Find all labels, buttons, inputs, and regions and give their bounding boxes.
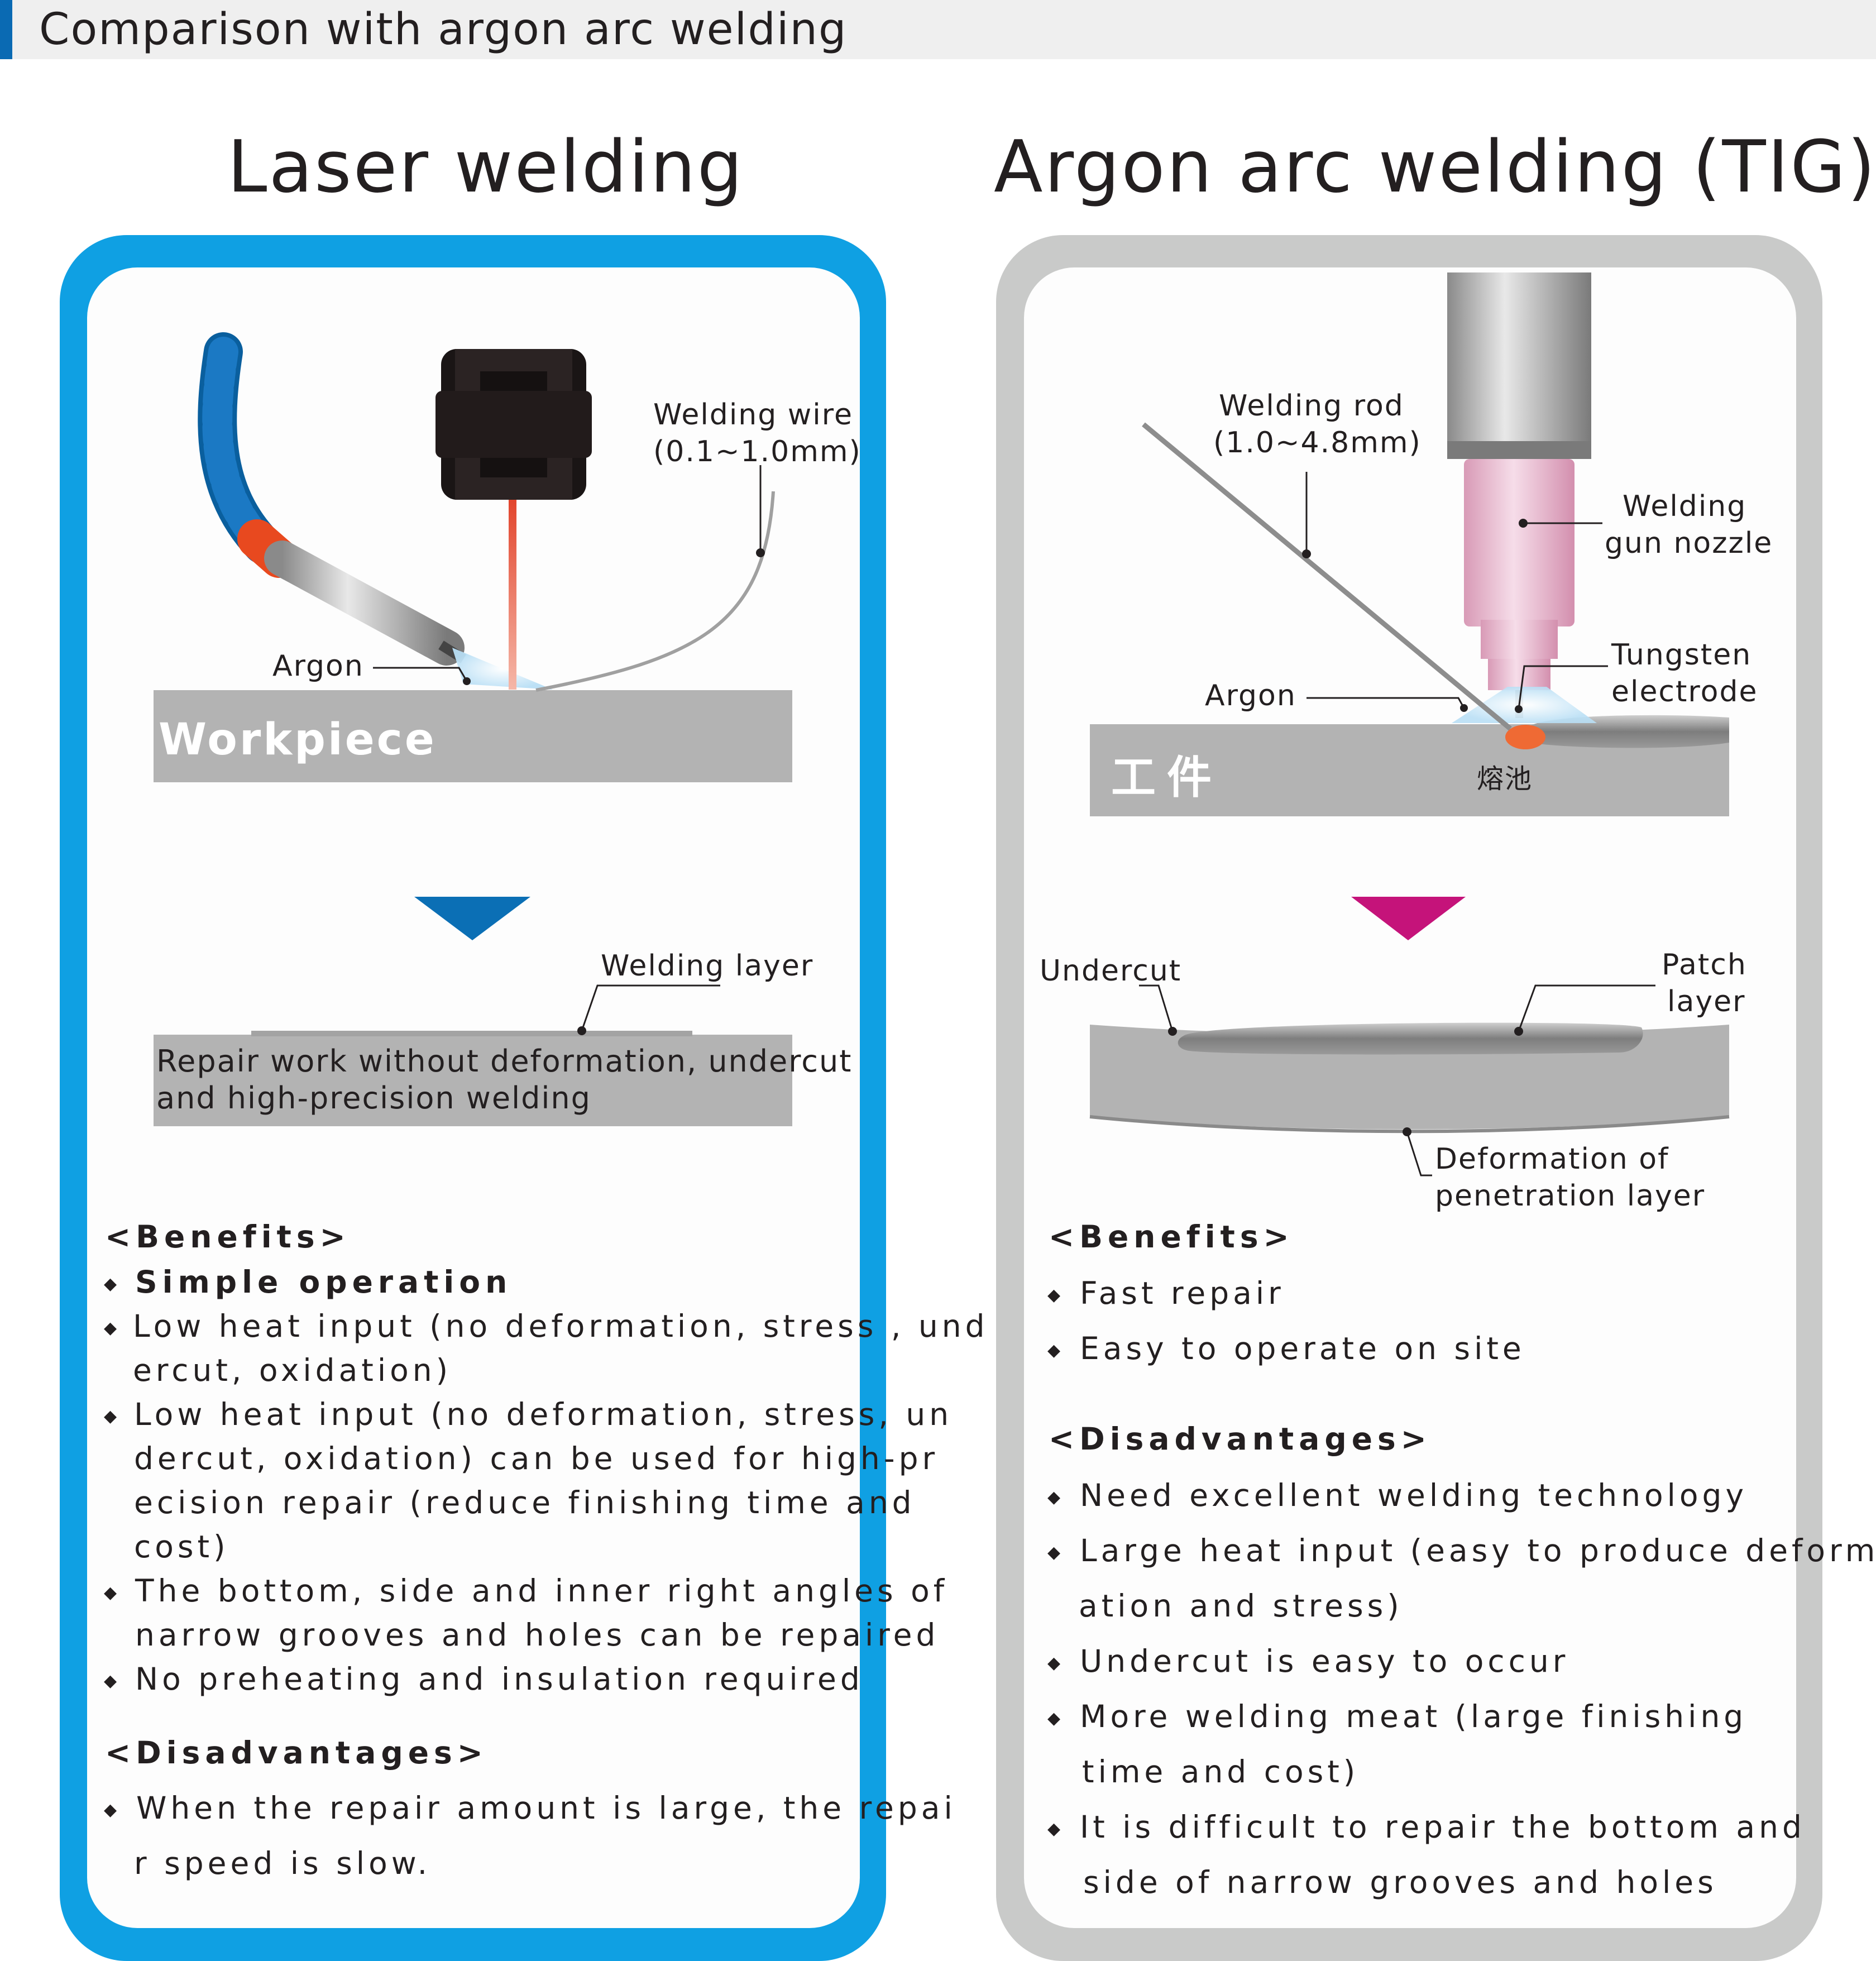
laser-benefit-2-line2: ercut, oxidation): [133, 1352, 452, 1388]
tig-disadvantage-2-line1: Large heat input (easy to produce deform: [1080, 1533, 1876, 1568]
laser-benefit-3-line1: Low heat input (no deformation, stress, …: [134, 1396, 953, 1432]
bullet-diamond-icon: ◆: [1047, 1341, 1061, 1360]
tig-disadvantages-heading: <Disadvantages>: [1049, 1421, 1432, 1457]
tig-column-title: Argon arc welding (TIG): [994, 126, 1876, 209]
tig-benefit-1: Fast repair: [1080, 1275, 1285, 1311]
tig-weld-bead: [1530, 715, 1729, 748]
tungsten-label-line2: electrode: [1611, 675, 1758, 709]
laser-head-icon: [436, 349, 592, 500]
patch-label-line2: layer: [1667, 985, 1746, 1018]
tig-disadvantage-5-line1: It is difficult to repair the bottom and: [1080, 1809, 1806, 1845]
laser-argon-label: Argon: [272, 649, 364, 683]
tig-benefits-heading: <Benefits>: [1049, 1219, 1294, 1255]
laser-beam-icon: [509, 500, 516, 690]
tig-workpiece-label: 工件: [1111, 752, 1223, 803]
bullet-diamond-icon: ◆: [1047, 1488, 1061, 1507]
laser-result-line2: and high-precision welding: [156, 1080, 591, 1116]
tig-process-diagram: [1090, 272, 1729, 816]
laser-repaired-workpiece: [154, 1035, 792, 1126]
laser-benefit-5: No preheating and insulation required: [135, 1661, 864, 1697]
argon-hose-icon: [198, 332, 466, 666]
tungsten-label-line1: Tungsten: [1611, 638, 1752, 672]
welding-wire: [535, 491, 775, 692]
patch-label-line1: Patch: [1662, 948, 1747, 982]
laser-disadvantages-heading: <Disadvantages>: [105, 1735, 488, 1771]
bullet-diamond-icon: ◆: [104, 1583, 117, 1603]
bullet-diamond-icon: ◆: [104, 1407, 117, 1426]
laser-benefit-4-line1: The bottom, side and inner right angles …: [135, 1573, 949, 1609]
bullet-diamond-icon: ◆: [104, 1318, 117, 1338]
laser-benefit-3-line3: ecision repair (reduce finishing time an…: [134, 1485, 916, 1520]
bullet-diamond-icon: ◆: [1047, 1709, 1061, 1728]
laser-process-diagram: [154, 332, 792, 782]
bullet-diamond-icon: ◆: [1047, 1285, 1061, 1305]
bullet-diamond-icon: ◆: [104, 1671, 117, 1691]
laser-benefit-3-line4: cost): [134, 1529, 229, 1565]
bullet-diamond-icon: ◆: [104, 1800, 117, 1820]
nozzle-label-line1: Welding: [1623, 490, 1747, 523]
header-bar: [0, 0, 1876, 59]
welding-layer-label: Welding layer: [601, 949, 814, 983]
down-arrow-icon: [1351, 897, 1466, 940]
welding-rod: [1142, 422, 1512, 731]
welding-rod-label: Welding rod: [1219, 389, 1404, 423]
tig-patch-layer: [1178, 1022, 1643, 1055]
tig-disadvantage-4-line2: time and cost): [1082, 1754, 1360, 1790]
bullet-diamond-icon: ◆: [1047, 1653, 1061, 1673]
deformation-label-line2: penetration layer: [1435, 1179, 1706, 1213]
undercut-label: Undercut: [1040, 954, 1182, 988]
laser-benefit-1: Simple operation: [135, 1264, 513, 1300]
welding-wire-label: Welding wire: [653, 398, 853, 432]
bullet-diamond-icon: ◆: [1047, 1543, 1061, 1562]
laser-result-line1: Repair work without deformation, undercu…: [156, 1044, 853, 1079]
tig-disadvantage-5-line2: side of narrow grooves and holes: [1083, 1864, 1717, 1900]
laser-benefits-heading: <Benefits>: [105, 1219, 351, 1255]
tig-benefit-2: Easy to operate on site: [1080, 1331, 1525, 1366]
laser-disadvantage-1-line1: When the repair amount is large, the rep…: [136, 1790, 956, 1826]
laser-result-diagram: [154, 897, 792, 1126]
laser-benefit-3-line2: dercut, oxidation) can be used for high-…: [134, 1441, 939, 1476]
tig-disadvantage-4-line1: More welding meat (large finishing: [1080, 1699, 1748, 1734]
welding-torch-icon: [1447, 272, 1591, 718]
welding-rod-size-label: (1.0~4.8mm): [1213, 426, 1422, 460]
tig-disadvantage-2-line2: ation and stress): [1079, 1588, 1403, 1624]
laser-benefit-4-line2: narrow grooves and holes can be repaired: [135, 1617, 940, 1653]
tig-result-diagram: [1089, 897, 1730, 1176]
tig-disadvantage-3: Undercut is easy to occur: [1080, 1643, 1569, 1679]
down-arrow-icon: [414, 897, 530, 940]
tig-argon-label: Argon: [1205, 679, 1296, 712]
bullet-diamond-icon: ◆: [1047, 1819, 1061, 1839]
nozzle-label-line2: gun nozzle: [1605, 527, 1773, 560]
workpiece-label: Workpiece: [159, 715, 437, 765]
laser-disadvantage-1-line2: r speed is slow.: [134, 1845, 432, 1881]
laser-column-title: Laser welding: [227, 126, 744, 209]
page-title: Comparison with argon arc welding: [39, 4, 848, 55]
welding-wire-size-label: (0.1~1.0mm): [653, 435, 862, 468]
laser-benefit-2-line1: Low heat input (no deformation, stress ,…: [133, 1308, 989, 1344]
header-accent: [0, 0, 12, 59]
bullet-diamond-icon: ◆: [104, 1274, 117, 1294]
molten-pool-label: 熔池: [1477, 763, 1533, 795]
deformation-label-line1: Deformation of: [1435, 1142, 1669, 1176]
laser-workpiece-block: [154, 690, 792, 782]
molten-pool: [1505, 725, 1545, 749]
tig-disadvantage-1: Need excellent welding technology: [1080, 1477, 1748, 1513]
